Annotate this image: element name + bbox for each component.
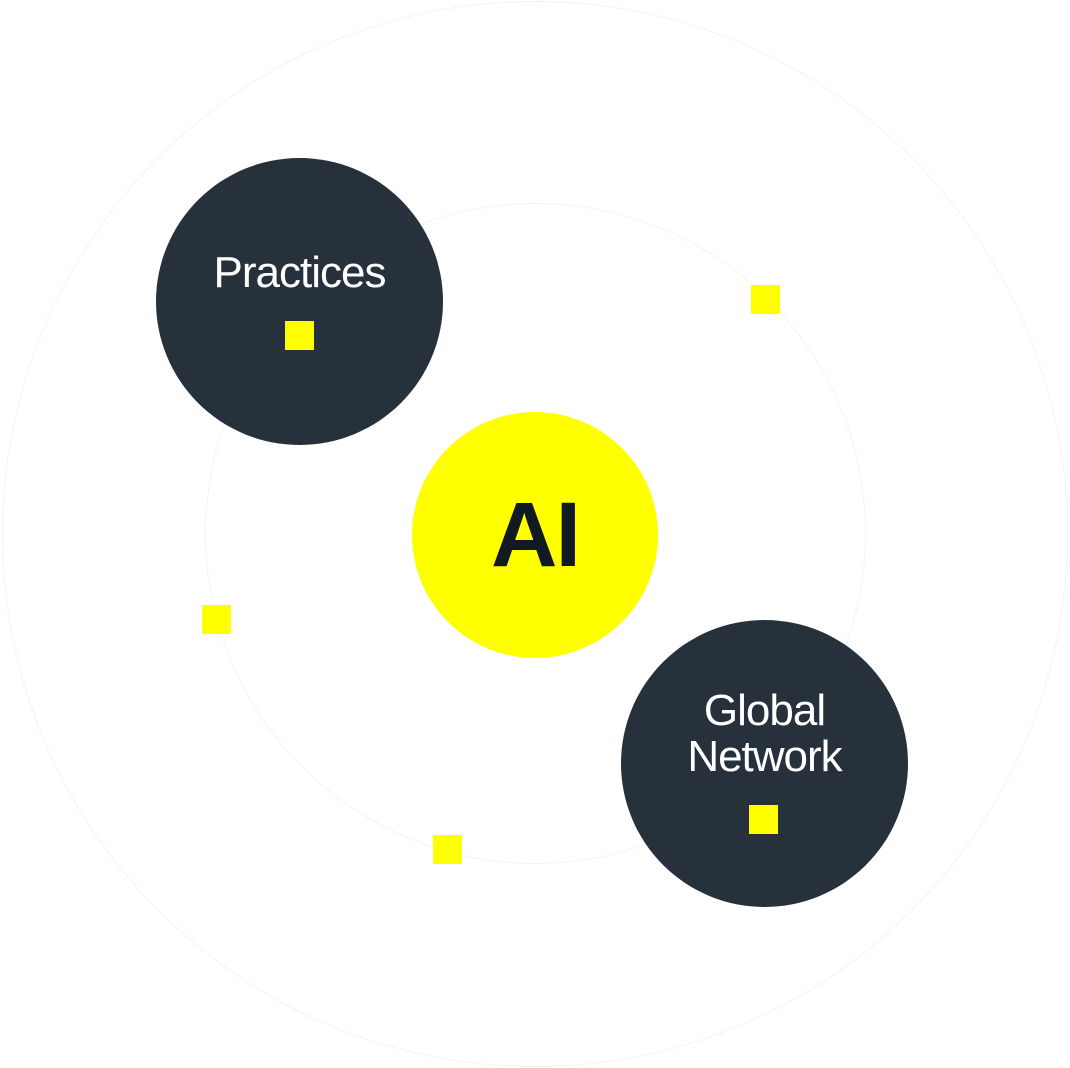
- inner-orbit-ring: [205, 203, 866, 864]
- global-network-node: Global Network: [621, 620, 908, 907]
- global-network-marker: [749, 805, 778, 834]
- practices-label: Practices: [213, 248, 387, 297]
- network-label: Network: [687, 732, 842, 781]
- orbit-marker: [433, 835, 462, 864]
- practices-node: Practices: [156, 158, 443, 445]
- global-label: Global: [703, 686, 826, 735]
- ai-label: AI: [491, 483, 581, 586]
- ai-center-node: AI: [412, 412, 658, 658]
- practices-marker: [285, 321, 314, 350]
- orbit-marker: [202, 605, 231, 634]
- orbit-marker: [751, 285, 780, 314]
